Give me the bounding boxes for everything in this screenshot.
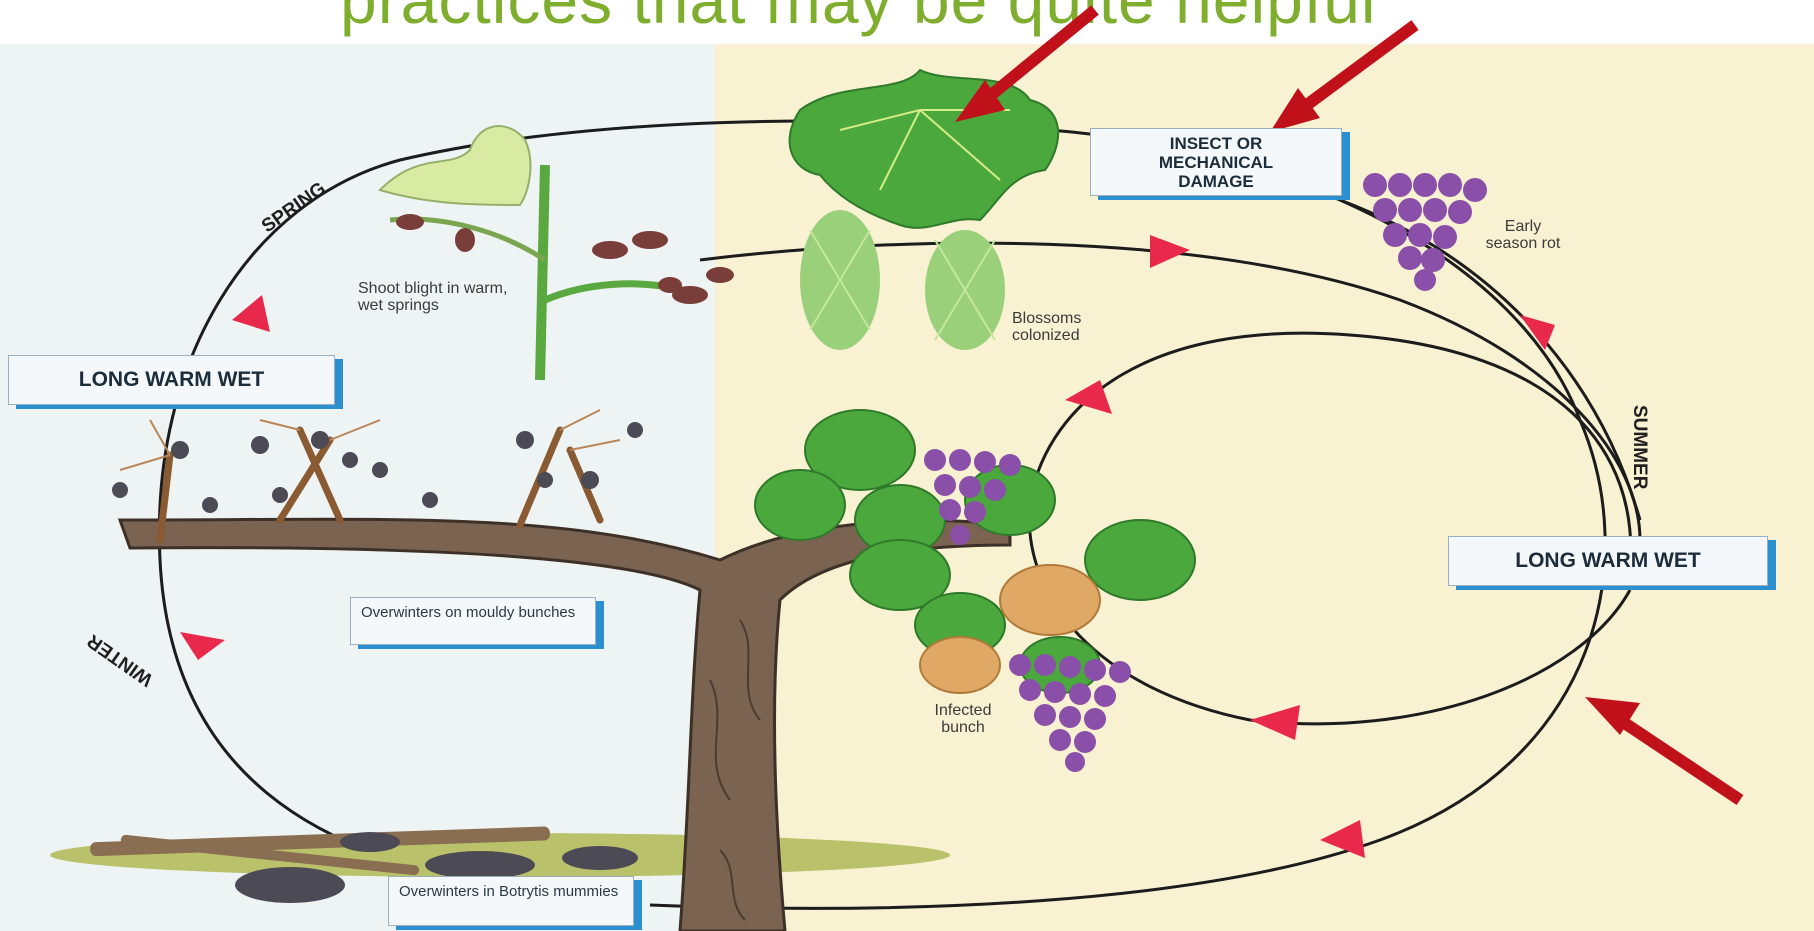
cycle-arrowhead-icon bbox=[1250, 705, 1300, 740]
spring-condition-box: LONG WARM WET bbox=[8, 355, 335, 405]
grape-cluster-icon bbox=[924, 449, 1021, 545]
grape-cluster-icon bbox=[1009, 654, 1131, 772]
season-summer-label: SUMMER bbox=[1629, 405, 1650, 490]
ground-debris bbox=[90, 826, 550, 876]
top-banner: practices that may be quite helpful bbox=[0, 0, 1814, 44]
cycle-arrowhead-icon bbox=[180, 632, 225, 660]
insect-damage-box: INSECT OR MECHANICAL DAMAGE bbox=[1090, 128, 1342, 196]
spring-shoot bbox=[378, 125, 734, 381]
vine-trunk-icon bbox=[117, 517, 1012, 931]
infected-bunch-note: Infected bunch bbox=[934, 702, 992, 736]
dormant-cane-twigs bbox=[119, 409, 621, 471]
middle-cycle-path bbox=[699, 241, 1642, 541]
blossoms-note: Blossoms colonized bbox=[1012, 310, 1082, 344]
cycle-arrowhead-icon bbox=[1150, 235, 1190, 268]
blossom-icon bbox=[800, 210, 1005, 350]
cycle-arrowhead-icon bbox=[232, 295, 270, 332]
grape-leaf-icon bbox=[788, 68, 1060, 229]
mummy-clusters bbox=[235, 832, 638, 903]
callout-arrow-icon bbox=[1270, 20, 1419, 132]
early-rot-note: Early season rot bbox=[1485, 218, 1561, 252]
overwinters-mummies-label: Overwinters in Botrytis mummies bbox=[399, 883, 619, 900]
overwinters-bunches-box: Overwinters on mouldy bunches bbox=[350, 597, 596, 645]
mouldy-bunches bbox=[112, 422, 643, 513]
summer-condition-box: LONG WARM WET bbox=[1448, 536, 1768, 586]
callout-arrow-icon bbox=[1585, 697, 1744, 805]
shoot-blight-note: Shoot blight in warm, wet springs bbox=[358, 280, 508, 314]
grape-leaf-icon bbox=[378, 125, 532, 207]
cycle-arrowhead-icon bbox=[1520, 315, 1555, 350]
callout-arrow-icon bbox=[955, 5, 1099, 122]
spring-condition-label: LONG WARM WET bbox=[78, 368, 265, 391]
overwinters-mummies-box: Overwinters in Botrytis mummies bbox=[388, 876, 634, 926]
cycle-arrowheads bbox=[180, 235, 1555, 858]
banner-title: practices that may be quite helpful bbox=[340, 0, 1377, 37]
autumn-leaves bbox=[919, 564, 1101, 694]
grape-cluster-icon bbox=[1363, 173, 1487, 291]
cycle-arrowhead-icon bbox=[1065, 380, 1112, 414]
insect-damage-label: INSECT OR MECHANICAL DAMAGE bbox=[1158, 133, 1274, 191]
cycle-arrowhead-icon bbox=[1320, 820, 1365, 858]
summer-condition-label: LONG WARM WET bbox=[1515, 549, 1701, 572]
overwinters-bunches-label: Overwinters on mouldy bunches bbox=[361, 604, 576, 621]
